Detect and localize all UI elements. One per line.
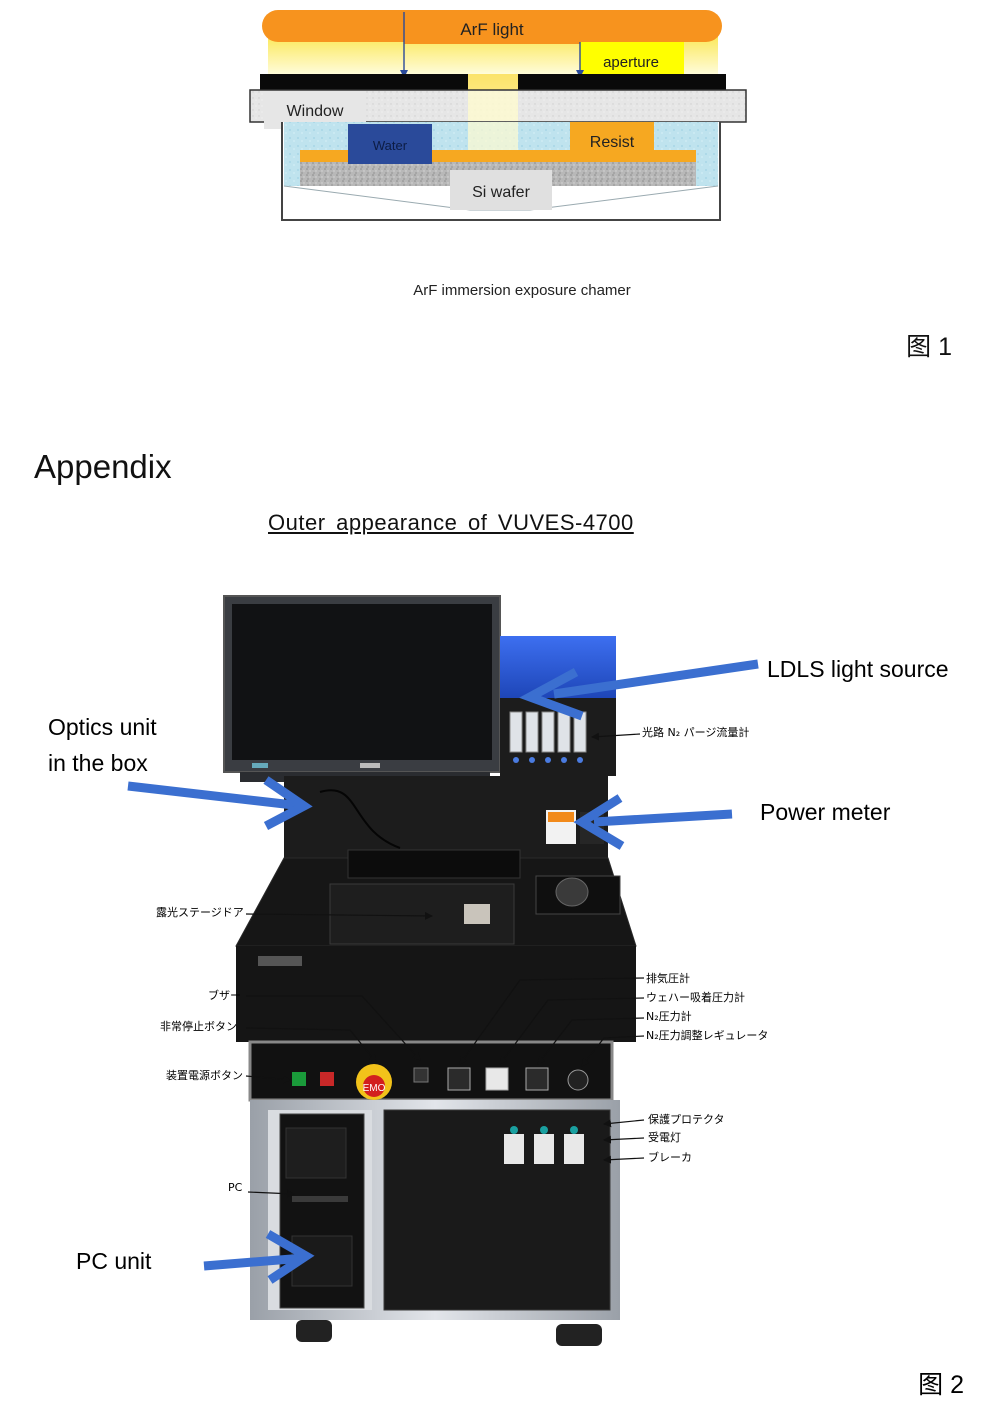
figure2-number: 图 2 <box>918 1371 964 1399</box>
power-button-label: 装置電源ボタン <box>166 1068 243 1082</box>
buzzer <box>413 1067 429 1083</box>
foot-left <box>296 1320 332 1342</box>
purge-flowmeter-pointer <box>591 732 641 741</box>
n2-regulator-knob <box>567 1069 589 1091</box>
buzzer-label: ブザー <box>208 988 241 1002</box>
monitor <box>223 595 501 782</box>
resist-label-box <box>570 122 654 160</box>
protector-label: 保護プロテクタ <box>648 1112 725 1126</box>
water-beam-overlay <box>468 122 518 150</box>
pc-unit-callout: PC unit <box>76 1248 152 1274</box>
ldls-callout: LDLS light source <box>767 656 949 682</box>
emo-label: EMO <box>363 1083 386 1094</box>
aperture-mask-right <box>518 74 726 90</box>
protector-pointer <box>603 1119 645 1128</box>
mouse <box>535 875 621 915</box>
exhaust-pressure-pointer <box>459 977 645 1065</box>
figure1-number: 图 1 <box>906 333 952 361</box>
water-label-box <box>348 124 432 164</box>
pc-tower <box>279 1113 365 1309</box>
n2-pressure-label: N₂圧力計 <box>646 1009 692 1023</box>
n2-flowmeters <box>509 711 587 763</box>
aperture-label-box <box>580 42 684 80</box>
optics-callout-line2: in the box <box>48 750 148 776</box>
power-meter-callout: Power meter <box>760 799 891 825</box>
breakers <box>504 1126 584 1164</box>
power-button-red <box>320 1072 334 1086</box>
immersion-chamber-diagram: ArF light aperture Window Water Resist S… <box>249 10 952 361</box>
optics-arrow <box>127 776 313 830</box>
power-lamp-pointer <box>603 1135 645 1144</box>
si-wafer-label-box <box>450 170 552 210</box>
optics-callout-line1: Optics unit <box>48 714 157 740</box>
buzzer-pointer <box>246 995 421 1061</box>
n2-regulator-pointer <box>581 1035 645 1067</box>
stage-door-handle <box>464 904 490 924</box>
power-button-pointer <box>245 1075 291 1084</box>
si-wafer-label: Si wafer <box>472 184 530 201</box>
keyboard <box>347 849 521 879</box>
arf-light-label-box <box>404 10 580 44</box>
window-label: Window <box>287 103 344 120</box>
water-label: Water <box>373 138 408 153</box>
upper-cabinet <box>236 946 636 1042</box>
power-button-green <box>292 1072 306 1086</box>
wafer-chuck-pointer <box>499 997 645 1065</box>
n2-regulator-label: N₂圧力調整レギュレータ <box>646 1028 768 1042</box>
control-panel: EMO <box>248 1040 614 1102</box>
resist-label: Resist <box>590 134 635 151</box>
monitor-cable <box>319 789 401 849</box>
wafer-chuck-gauge <box>485 1067 509 1091</box>
emergency-stop-cap <box>363 1075 385 1097</box>
power-meter-arrow <box>573 794 733 850</box>
appearance-title: Outer appearance of VUVES-4700 <box>268 510 634 535</box>
arf-light-label: ArF light <box>460 20 524 39</box>
ldls-arrow <box>519 659 759 721</box>
breaker-pointer <box>603 1155 645 1164</box>
stage-door-pointer <box>245 911 433 920</box>
aperture-label: aperture <box>603 54 659 71</box>
exhaust-gauge <box>447 1067 471 1091</box>
exhaust-pressure-label: 排気圧計 <box>646 971 690 985</box>
n2-gauge <box>525 1067 549 1091</box>
model-plate <box>258 956 302 966</box>
breaker-label: ブレーカ <box>648 1150 692 1164</box>
foot-right <box>556 1324 602 1346</box>
pc-pointer <box>247 1189 295 1198</box>
emergency-stop-label: 非常停止ボタン <box>160 1019 237 1033</box>
window-beam-overlay <box>468 91 518 121</box>
pc-label: PC <box>228 1181 243 1194</box>
wafer-chuck-label: ウェハー吸着圧力計 <box>646 990 745 1004</box>
aperture-mask-left <box>260 74 468 90</box>
n2-pressure-pointer <box>537 1017 645 1065</box>
appendix-heading: Appendix <box>34 448 172 485</box>
power-lamp-label: 受電灯 <box>648 1131 681 1144</box>
figure1-caption: ArF immersion exposure chamer <box>413 282 631 299</box>
purge-flowmeter-label: 光路 N₂ パージ流量計 <box>642 725 749 739</box>
pc-unit-arrow <box>203 1230 315 1284</box>
stage-door-label: 露光ステージドア <box>156 905 244 919</box>
emergency-stop-pointer <box>245 1027 377 1063</box>
